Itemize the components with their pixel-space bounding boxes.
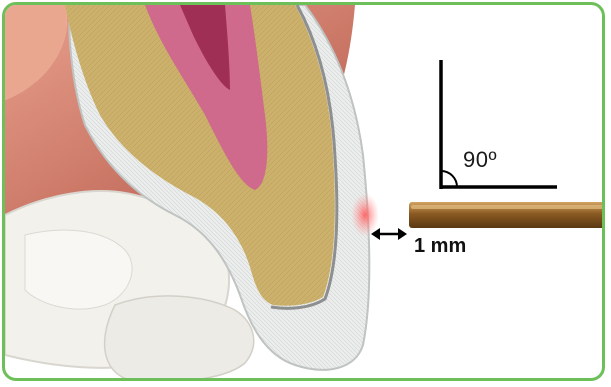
light-probe-highlight xyxy=(411,205,605,209)
diagram-frame: 90º 1 mm xyxy=(2,2,605,381)
angle-arc xyxy=(441,171,457,187)
tooth-illustration xyxy=(5,5,605,381)
neighbor-tooth-lower xyxy=(105,296,254,381)
transillumination-spot xyxy=(351,193,379,237)
distance-label: 1 mm xyxy=(414,235,466,258)
angle-label: 90º xyxy=(463,147,497,173)
distance-arrow-right-head xyxy=(398,228,407,240)
